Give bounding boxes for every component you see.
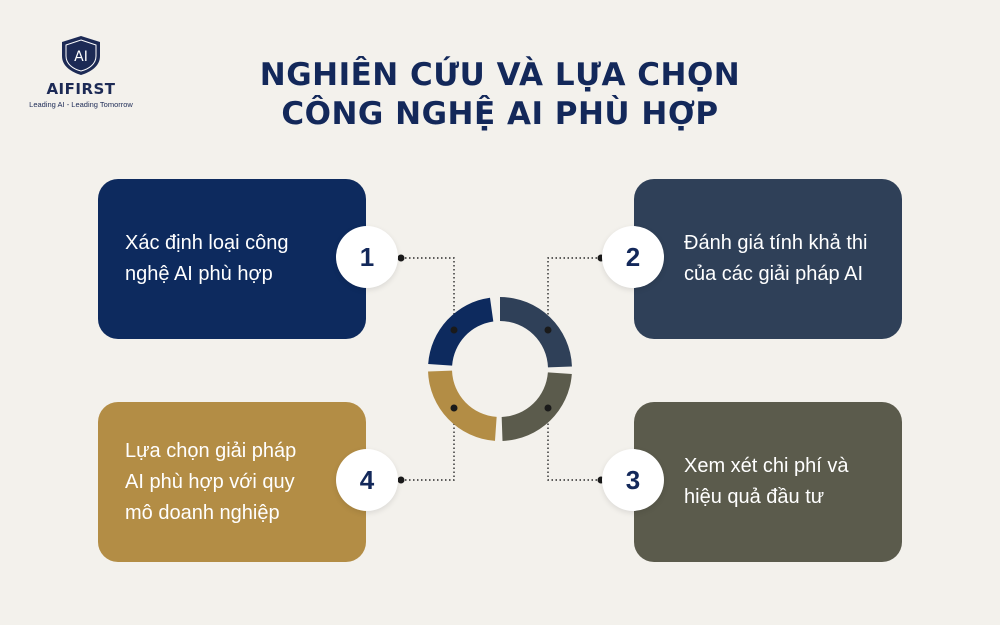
ring-segment-1 (428, 297, 494, 366)
ring-segment-4 (428, 370, 497, 441)
connector-dot-2-end (544, 326, 552, 334)
page-title-line-2: CÔNG NGHỆ AI PHÙ HỢP (281, 96, 719, 132)
ring-segment-2 (500, 297, 572, 368)
ring-segment-3 (501, 372, 572, 441)
connector-dot-4 (397, 476, 405, 484)
cycle-ring (428, 297, 572, 441)
step-number-badge-1: 1 (336, 226, 398, 288)
connector-line-1 (401, 257, 455, 330)
connector-lines (401, 257, 601, 481)
connector-dot-1-end (450, 326, 458, 334)
step-text-4: Lựa chọn giải pháp AI phù hợp với quy mô… (125, 439, 297, 524)
shield-logo-icon: AI (62, 36, 100, 75)
brand-tagline: Leading AI - Leading Tomorrow (29, 100, 133, 109)
brand-logo: AI AIFIRST Leading AI - Leading Tomorrow (22, 34, 140, 109)
connector-dot-1 (397, 254, 405, 262)
connector-dot-3-end (544, 404, 552, 412)
step-card-1: Xác định loại công nghệ AI phù hợp (98, 179, 366, 339)
connector-line-3 (547, 408, 601, 481)
connector-line-2 (547, 257, 601, 330)
step-number-badge-4: 4 (336, 449, 398, 511)
step-text-1: Xác định loại công nghệ AI phù hợp (125, 232, 289, 285)
step-number-badge-2: 2 (602, 226, 664, 288)
step-card-3: Xem xét chi phí và hiệu quả đầu tư (634, 402, 902, 562)
step-text-3: Xem xét chi phí và hiệu quả đầu tư (684, 455, 849, 508)
connector-line-4 (401, 408, 455, 481)
page-title-line-1: NGHIÊN CỨU VÀ LỰA CHỌN (259, 57, 741, 93)
brand-name: AIFIRST (46, 80, 116, 98)
step-card-4: Lựa chọn giải pháp AI phù hợp với quy mô… (98, 402, 366, 562)
step-number-badge-3: 3 (602, 449, 664, 511)
logo-mark: AI (74, 49, 88, 65)
step-text-2: Đánh giá tính khả thi của các giải pháp … (684, 232, 868, 285)
step-card-2: Đánh giá tính khả thi của các giải pháp … (634, 179, 902, 339)
connector-dot-4-end (450, 404, 458, 412)
